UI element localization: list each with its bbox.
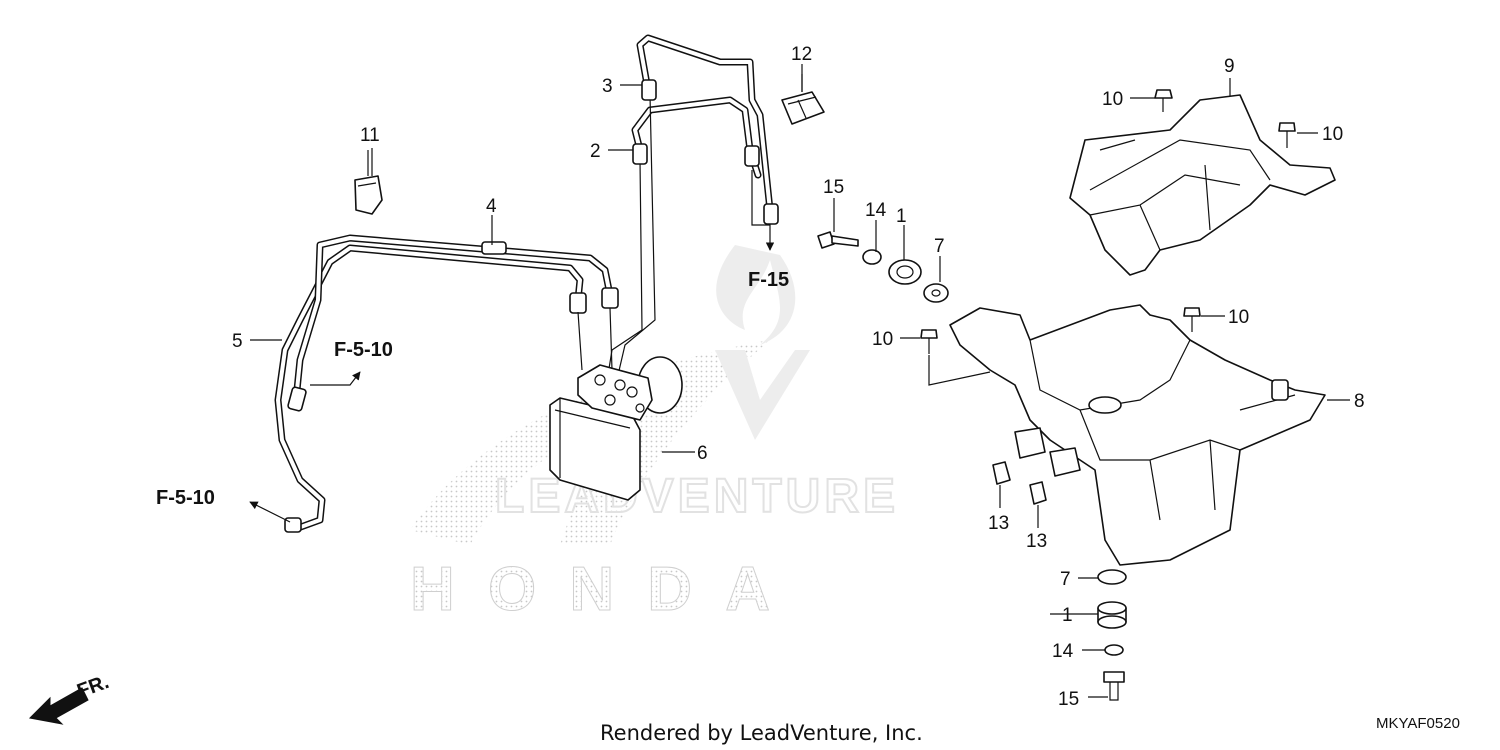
front-label: FR.: [74, 671, 112, 703]
part-12-clip: [781, 74, 825, 125]
cross-references: F-15 F-5-10 F-5-10: [156, 269, 789, 509]
ref-f-15[interactable]: F-15: [748, 269, 789, 291]
callout-12: 12: [791, 44, 812, 65]
callout-1: 1: [896, 206, 907, 227]
callout-1-lower: 1: [1062, 605, 1073, 626]
callout-14: 14: [865, 200, 887, 221]
callout-9: 9: [1224, 56, 1235, 77]
part-6-abs-modulator: [549, 356, 683, 501]
callout-14-lower: 14: [1052, 641, 1074, 662]
callout-4: 4: [486, 196, 497, 217]
callout-2: 2: [590, 141, 601, 162]
watermark-vendor: LEADVENTURE: [495, 470, 899, 523]
part-13-clips: [992, 427, 1081, 505]
callout-7-lower: 7: [1060, 569, 1071, 590]
callout-3: 3: [602, 76, 613, 97]
leader-lines: [250, 64, 1350, 698]
callout-10-upper-left: 10: [1102, 89, 1123, 110]
diagram-code: MKYAF0520: [1376, 715, 1460, 732]
callout-6: 6: [697, 443, 708, 464]
hardware-stack-lower: [1097, 569, 1127, 701]
watermark-v-icon: [715, 350, 810, 440]
front-arrow-icon: [28, 687, 89, 725]
front-indicator: FR.: [28, 671, 112, 725]
fasteners-10: [920, 89, 1296, 354]
callout-15-lower: 15: [1058, 689, 1079, 710]
callout-5: 5: [232, 331, 243, 352]
hardware-stack-upper: [817, 231, 949, 303]
callout-labels: 1 1 2 3 4 5 6 7 7 8 9 10 10 10 10 11 12 …: [232, 44, 1365, 710]
ref-f-5-10-middle[interactable]: F-5-10: [334, 339, 393, 361]
brake-lines-left: [249, 234, 619, 533]
brake-lines-upper: [607, 34, 779, 376]
part-8-lower-tray: [949, 304, 1326, 566]
callout-13-right: 13: [1026, 531, 1047, 552]
watermark-flame-icon: [716, 245, 796, 345]
part-9-upper-cover: [1069, 94, 1336, 276]
callout-8: 8: [1354, 391, 1365, 412]
rendered-by-credit: Rendered by LeadVenture, Inc.: [600, 721, 923, 745]
callout-13-left: 13: [988, 513, 1009, 534]
callout-15: 15: [823, 177, 844, 198]
callout-10-tray-right: 10: [1228, 307, 1249, 328]
callout-7: 7: [934, 236, 945, 257]
part-11-clip: [354, 150, 383, 215]
callout-10-tray-left: 10: [872, 329, 893, 350]
callout-11: 11: [360, 125, 380, 146]
watermark-brand: HONDA: [410, 555, 770, 624]
callout-10-upper-right: 10: [1322, 124, 1343, 145]
ref-f-5-10-left[interactable]: F-5-10: [156, 487, 215, 509]
